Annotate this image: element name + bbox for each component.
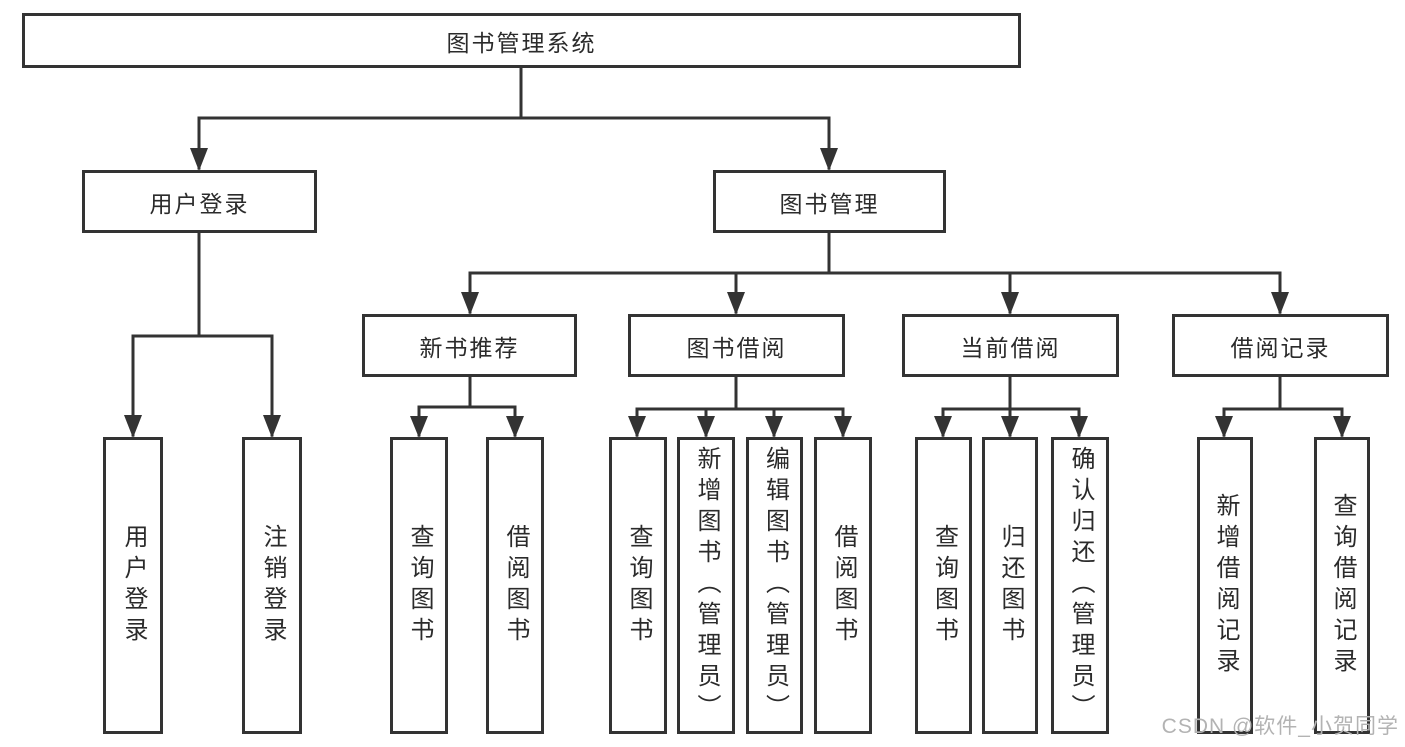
node-borrowing-records: 借阅记录 bbox=[1172, 314, 1389, 377]
node-new-book-recommend: 新书推荐 bbox=[362, 314, 577, 377]
leaf-nbr-borrow-books: 借阅图书 bbox=[486, 437, 544, 734]
leaf-logout: 注销登录 bbox=[242, 437, 302, 734]
csdn-watermark: CSDN @软件_小贺同学 bbox=[1161, 715, 1399, 738]
leaf-cb-return-books: 归还图书 bbox=[982, 437, 1038, 734]
node-book-borrowing: 图书借阅 bbox=[628, 314, 845, 377]
leaf-bb-borrow-books: 借阅图书 bbox=[814, 437, 872, 734]
leaf-nbr-query-books-label: 查询图书 bbox=[406, 523, 433, 648]
node-new-book-recommend-label: 新书推荐 bbox=[419, 334, 520, 361]
leaf-br-query-record-label: 查询借阅记录 bbox=[1329, 492, 1356, 679]
leaf-cb-query-books-label: 查询图书 bbox=[930, 523, 958, 648]
leaf-logout-label: 注销登录 bbox=[259, 523, 286, 648]
node-current-borrowing: 当前借阅 bbox=[902, 314, 1119, 377]
node-book-borrowing-label: 图书借阅 bbox=[686, 334, 787, 361]
leaf-user-login-label: 用户登录 bbox=[120, 523, 147, 648]
node-library-management-system-label: 图书管理系统 bbox=[446, 29, 597, 56]
leaf-cb-confirm-return: 确认归还（管理员） bbox=[1051, 437, 1109, 734]
leaf-cb-query-books: 查询图书 bbox=[915, 437, 972, 734]
leaf-cb-confirm-return-label: 确认归还（管理员） bbox=[1067, 446, 1094, 725]
node-library-management-system: 图书管理系统 bbox=[22, 13, 1021, 68]
node-borrowing-records-label: 借阅记录 bbox=[1230, 334, 1331, 361]
leaf-bb-add-books: 新增图书（管理员） bbox=[677, 437, 735, 734]
node-current-borrowing-label: 当前借阅 bbox=[960, 334, 1061, 361]
leaf-bb-borrow-books-label: 借阅图书 bbox=[830, 523, 857, 648]
leaf-br-add-record-label: 新增借阅记录 bbox=[1212, 492, 1239, 679]
leaf-cb-return-books-label: 归还图书 bbox=[997, 523, 1024, 648]
node-book-management-label: 图书管理 bbox=[779, 190, 880, 217]
leaf-br-add-record: 新增借阅记录 bbox=[1197, 437, 1253, 734]
node-book-management: 图书管理 bbox=[713, 170, 946, 233]
leaf-bb-edit-books: 编辑图书（管理员） bbox=[746, 437, 803, 734]
leaf-nbr-query-books: 查询图书 bbox=[390, 437, 448, 734]
leaf-bb-query-books: 查询图书 bbox=[609, 437, 667, 734]
leaf-bb-query-books-label: 查询图书 bbox=[625, 523, 652, 648]
node-user-login: 用户登录 bbox=[82, 170, 317, 233]
leaf-bb-edit-books-label: 编辑图书（管理员） bbox=[761, 446, 789, 725]
leaf-br-query-record: 查询借阅记录 bbox=[1314, 437, 1370, 734]
leaf-user-login: 用户登录 bbox=[103, 437, 163, 734]
node-user-login-label: 用户登录 bbox=[149, 190, 250, 217]
leaf-bb-add-books-label: 新增图书（管理员） bbox=[693, 446, 720, 725]
leaf-nbr-borrow-books-label: 借阅图书 bbox=[502, 523, 529, 648]
